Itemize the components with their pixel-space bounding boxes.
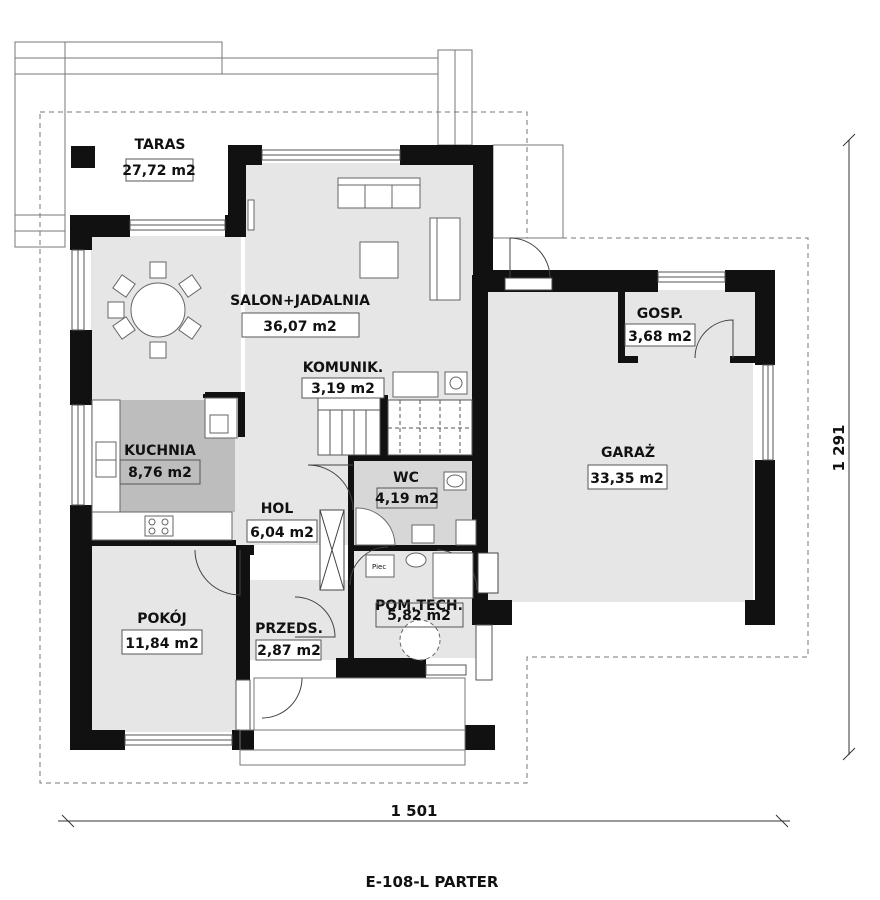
furniture xyxy=(91,177,477,661)
room-name-gosp: GOSP. xyxy=(637,306,683,322)
roof-outline xyxy=(39,111,809,784)
walls xyxy=(70,145,775,750)
room-area-box-wc xyxy=(376,487,438,509)
room-area-box-gosp xyxy=(624,323,696,347)
plan-title: E-108-L PARTER xyxy=(366,873,499,891)
room-area-box-pomtech xyxy=(375,602,464,628)
room-name-pokoj: POKÓJ xyxy=(137,609,187,627)
room-area-box-komunik xyxy=(301,377,385,399)
room-name-salon: SALON+JADALNIA xyxy=(230,293,370,309)
coffee-table xyxy=(359,241,399,279)
room-name-wc: WC xyxy=(393,470,419,486)
room-area-pokoj: 11,84 m2 xyxy=(125,636,199,652)
room-name-pomtech: POM.TECH. xyxy=(375,598,463,614)
room-area-box-garaz xyxy=(587,464,668,490)
room-area-box-taras xyxy=(125,158,194,182)
sofa xyxy=(337,177,421,209)
dimension-depth: 1 291 xyxy=(830,425,848,472)
room-area-taras: 27,72 m2 xyxy=(122,163,196,179)
room-area-box-przeds xyxy=(255,639,322,661)
room-area-przeds: 2,87 m2 xyxy=(257,643,321,659)
dining-table xyxy=(130,282,186,338)
furnace-label: Piec xyxy=(372,563,386,571)
dimension-lines xyxy=(58,133,856,828)
room-area-box-kuchnia xyxy=(119,459,201,485)
room-area-garaz: 33,35 m2 xyxy=(590,471,664,487)
room-area-box-hol xyxy=(246,519,318,543)
doors xyxy=(194,237,734,719)
room-area-kuchnia: 8,76 m2 xyxy=(128,465,192,481)
room-name-hol: HOL xyxy=(261,501,294,517)
room-name-garaz: GARAŻ xyxy=(601,444,655,461)
entrance-steps xyxy=(239,677,466,766)
terrace-post xyxy=(71,146,95,168)
dimension-width: 1 501 xyxy=(391,802,438,820)
room-area-komunik: 3,19 m2 xyxy=(311,381,375,397)
room-area-salon: 36,07 m2 xyxy=(263,319,337,335)
room-name-komunik: KOMUNIK. xyxy=(303,360,384,376)
room-area-box-pokoj xyxy=(121,629,203,655)
room-labels: TARAS 27,72 m2 SALON+JADALNIA 36,07 m2 K… xyxy=(119,137,696,661)
room-area-wc: 4,19 m2 xyxy=(375,491,439,507)
room-area-pomtech: 5,82 m2 xyxy=(387,608,451,624)
room-name-przeds: PRZEDS. xyxy=(255,621,323,637)
terrace-pergola xyxy=(14,41,564,248)
room-area-hol: 6,04 m2 xyxy=(250,525,314,541)
windows xyxy=(71,149,774,746)
room-name-kuchnia: KUCHNIA xyxy=(124,443,196,459)
room-area-gosp: 3,68 m2 xyxy=(628,329,692,345)
room-name-taras: TARAS xyxy=(135,137,186,153)
stairs xyxy=(317,397,473,456)
armchair xyxy=(429,217,461,301)
room-area-box-salon xyxy=(241,312,360,338)
